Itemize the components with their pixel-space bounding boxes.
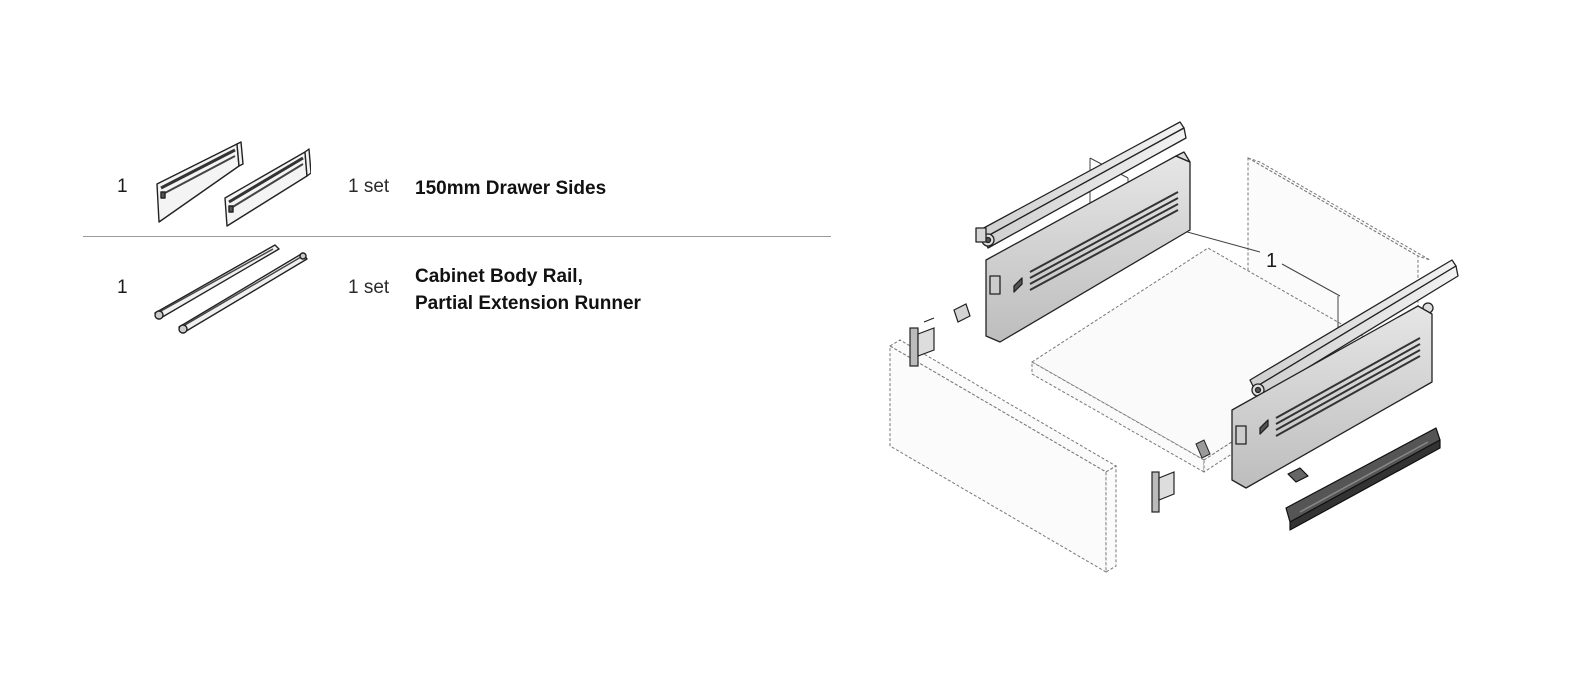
assembly-callout-label: 1: [1266, 250, 1278, 272]
quantity: 1 set: [348, 176, 390, 197]
clip-part: [923, 303, 971, 323]
front-bracket-right: [1151, 471, 1175, 513]
front-panel: [889, 339, 1117, 573]
part-description: Cabinet Body Rail, Partial Extension Run…: [415, 263, 641, 317]
part-description-line: Cabinet Body Rail,: [415, 266, 583, 287]
body-rail-runner-icon: [154, 244, 308, 334]
quantity: 1 set: [348, 277, 390, 298]
part-description-line: Partial Extension Runner: [415, 293, 641, 314]
item-number: 1: [117, 176, 128, 197]
part-description: 150mm Drawer Sides: [415, 178, 607, 199]
left-runner-rail: [975, 121, 1187, 249]
right-drawer-side: [1231, 305, 1433, 489]
front-bracket-left: [909, 327, 935, 367]
left-drawer-side: [985, 151, 1191, 343]
right-runner-rail: [1249, 259, 1459, 399]
soft-close-damper: [1285, 427, 1441, 531]
part-row-drawer-sides: 1 1 set 150mm Drawer Sides: [83, 140, 831, 236]
rear-clip: [1195, 439, 1211, 459]
drawer-assembly-illustration: [889, 121, 1459, 573]
part-row-body-rail: 1 1 set Cabinet Body Rail, Partial Exten…: [83, 237, 831, 337]
drawer-sides-icon: [156, 141, 311, 227]
item-number: 1: [117, 277, 128, 298]
row-divider: [83, 236, 831, 237]
